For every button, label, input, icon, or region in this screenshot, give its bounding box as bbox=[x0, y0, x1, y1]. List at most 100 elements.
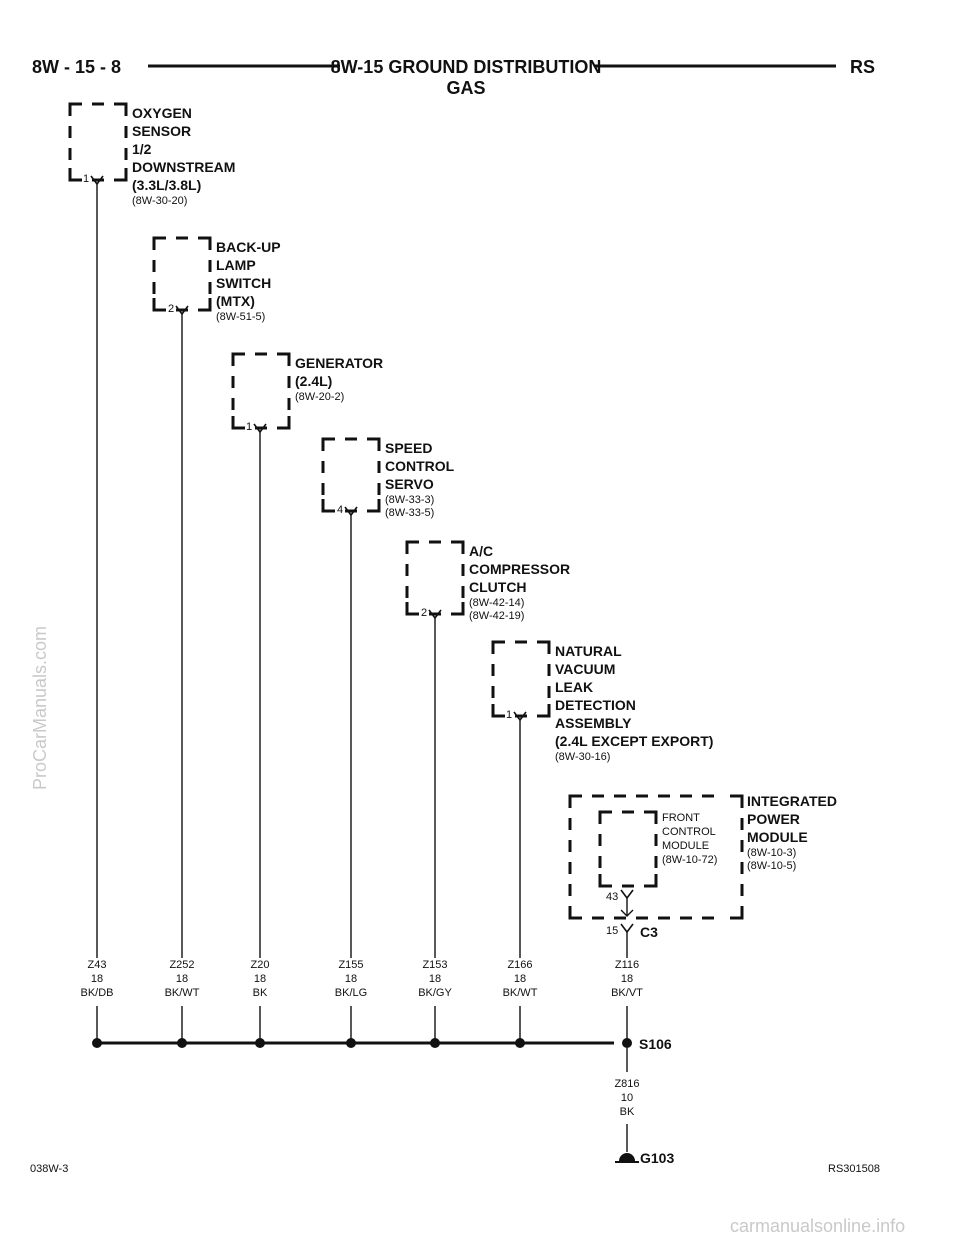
component-name-line: COMPRESSOR bbox=[469, 561, 570, 577]
fcm-label-line: MODULE bbox=[662, 840, 709, 852]
wire-color: BK bbox=[253, 987, 268, 999]
ipm-outer-box bbox=[568, 794, 744, 920]
component-ref: (8W-30-16) bbox=[555, 751, 610, 763]
component-name-line: 1/2 bbox=[132, 141, 152, 157]
wire-gauge: 18 bbox=[254, 973, 266, 985]
splice-node bbox=[622, 1038, 632, 1048]
component-ref: (8W-30-20) bbox=[132, 195, 187, 207]
component-name-line: (2.4L) bbox=[295, 373, 332, 389]
pin-number: 4 bbox=[337, 504, 343, 516]
ground-wire-circuit: Z816 bbox=[614, 1078, 639, 1090]
connector-c3-label: C3 bbox=[640, 924, 658, 940]
component-name-line: ASSEMBLY bbox=[555, 715, 632, 731]
footer-left-code: 038W-3 bbox=[30, 1163, 68, 1175]
component-box bbox=[405, 540, 465, 616]
component-name-line: BACK-UP bbox=[216, 239, 281, 255]
watermark-left: ProCarManuals.com bbox=[30, 626, 50, 790]
pin-number: 2 bbox=[421, 607, 427, 619]
wire-color: BK/VT bbox=[611, 987, 643, 999]
ipm-ref: (8W-10-3) bbox=[747, 847, 796, 859]
page-title: 8W-15 GROUND DISTRIBUTION bbox=[331, 57, 602, 77]
wire-circuit: Z116 bbox=[615, 959, 639, 971]
splice-node bbox=[430, 1038, 440, 1048]
component-ref: (8W-42-19) bbox=[469, 610, 524, 622]
ground-icon bbox=[619, 1153, 635, 1161]
pin-number: 1 bbox=[246, 421, 252, 433]
component-box bbox=[68, 102, 128, 182]
wire-gauge: 18 bbox=[176, 973, 188, 985]
watermark-bottom: carmanualsonline.info bbox=[730, 1216, 905, 1236]
component-3: GENERATOR (2.4L) (8W-20-2) 1 bbox=[231, 352, 383, 434]
wire-circuit: Z252 bbox=[169, 959, 194, 971]
wire-gauge: 18 bbox=[621, 973, 633, 985]
splice-node bbox=[255, 1038, 265, 1048]
ipm-name-line: POWER bbox=[747, 811, 800, 827]
component-name-line: (MTX) bbox=[216, 293, 255, 309]
wire-circuit: Z166 bbox=[507, 959, 532, 971]
splice-node bbox=[177, 1038, 187, 1048]
component-ref: (8W-20-2) bbox=[295, 391, 344, 403]
component-name-line: SERVO bbox=[385, 476, 434, 492]
component-6: NATURALVACUUMLEAKDETECTIONASSEMBLY(2.4L … bbox=[491, 640, 713, 763]
wire-gauge: 18 bbox=[429, 973, 441, 985]
arrow-icon bbox=[620, 909, 634, 917]
footer-right-code: RS301508 bbox=[828, 1163, 880, 1175]
ipm-ref: (8W-10-5) bbox=[747, 860, 796, 872]
component-name-line: LEAK bbox=[555, 679, 593, 695]
component-1: OXYGENSENSOR1/2DOWNSTREAM(3.3L/3.8L)(8W-… bbox=[68, 102, 235, 207]
fcm-label-line: CONTROL bbox=[662, 826, 716, 838]
component-name-line: SPEED bbox=[385, 440, 432, 456]
wire-gauge: 18 bbox=[91, 973, 103, 985]
component-name-line: SWITCH bbox=[216, 275, 271, 291]
component-ref: (8W-33-3) bbox=[385, 494, 434, 506]
wire-circuit: Z20 bbox=[251, 959, 270, 971]
component-name-line: OXYGEN bbox=[132, 105, 192, 121]
component-name-line: DOWNSTREAM bbox=[132, 159, 235, 175]
c3-pin-icon bbox=[620, 923, 634, 934]
model-code: RS bbox=[850, 57, 875, 77]
splice-label: S106 bbox=[639, 1036, 672, 1052]
component-box bbox=[321, 437, 381, 513]
wire-circuit: Z153 bbox=[422, 959, 447, 971]
component-ref: (8W-42-14) bbox=[469, 597, 524, 609]
component-name-line: LAMP bbox=[216, 257, 256, 273]
component-box bbox=[152, 236, 212, 312]
component-name-line: VACUUM bbox=[555, 661, 615, 677]
component-name-line: CONTROL bbox=[385, 458, 455, 474]
wire-color: BK/WT bbox=[165, 987, 200, 999]
wire-circuit: Z155 bbox=[338, 959, 363, 971]
ipm-name-line: INTEGRATED bbox=[747, 793, 837, 809]
page-header: 8W - 15 - 8 8W-15 GROUND DISTRIBUTION RS… bbox=[32, 57, 875, 98]
component-name-line: GENERATOR bbox=[295, 355, 383, 371]
splice-node bbox=[92, 1038, 102, 1048]
splice-node bbox=[346, 1038, 356, 1048]
pin-number: 2 bbox=[168, 303, 174, 315]
fcm-inner-box bbox=[598, 810, 658, 888]
components-group: OXYGENSENSOR1/2DOWNSTREAM(3.3L/3.8L)(8W-… bbox=[68, 102, 713, 763]
component-name-line: NATURAL bbox=[555, 643, 622, 659]
fcm-label-line: (8W-10-72) bbox=[662, 854, 717, 866]
wire-circuit: Z43 bbox=[88, 959, 107, 971]
ground-wire-gauge: 10 bbox=[621, 1092, 633, 1104]
component-box bbox=[491, 640, 551, 718]
component-name-line: DETECTION bbox=[555, 697, 636, 713]
wire-gauge: 18 bbox=[345, 973, 357, 985]
ground-wire-color: BK bbox=[620, 1106, 635, 1118]
page-number: 8W - 15 - 8 bbox=[32, 57, 121, 77]
splice-s106: S106 bbox=[92, 1036, 672, 1052]
fcm-pin-icon bbox=[620, 889, 634, 900]
component-box bbox=[231, 352, 291, 430]
c3-pin-number: 15 bbox=[606, 925, 618, 937]
